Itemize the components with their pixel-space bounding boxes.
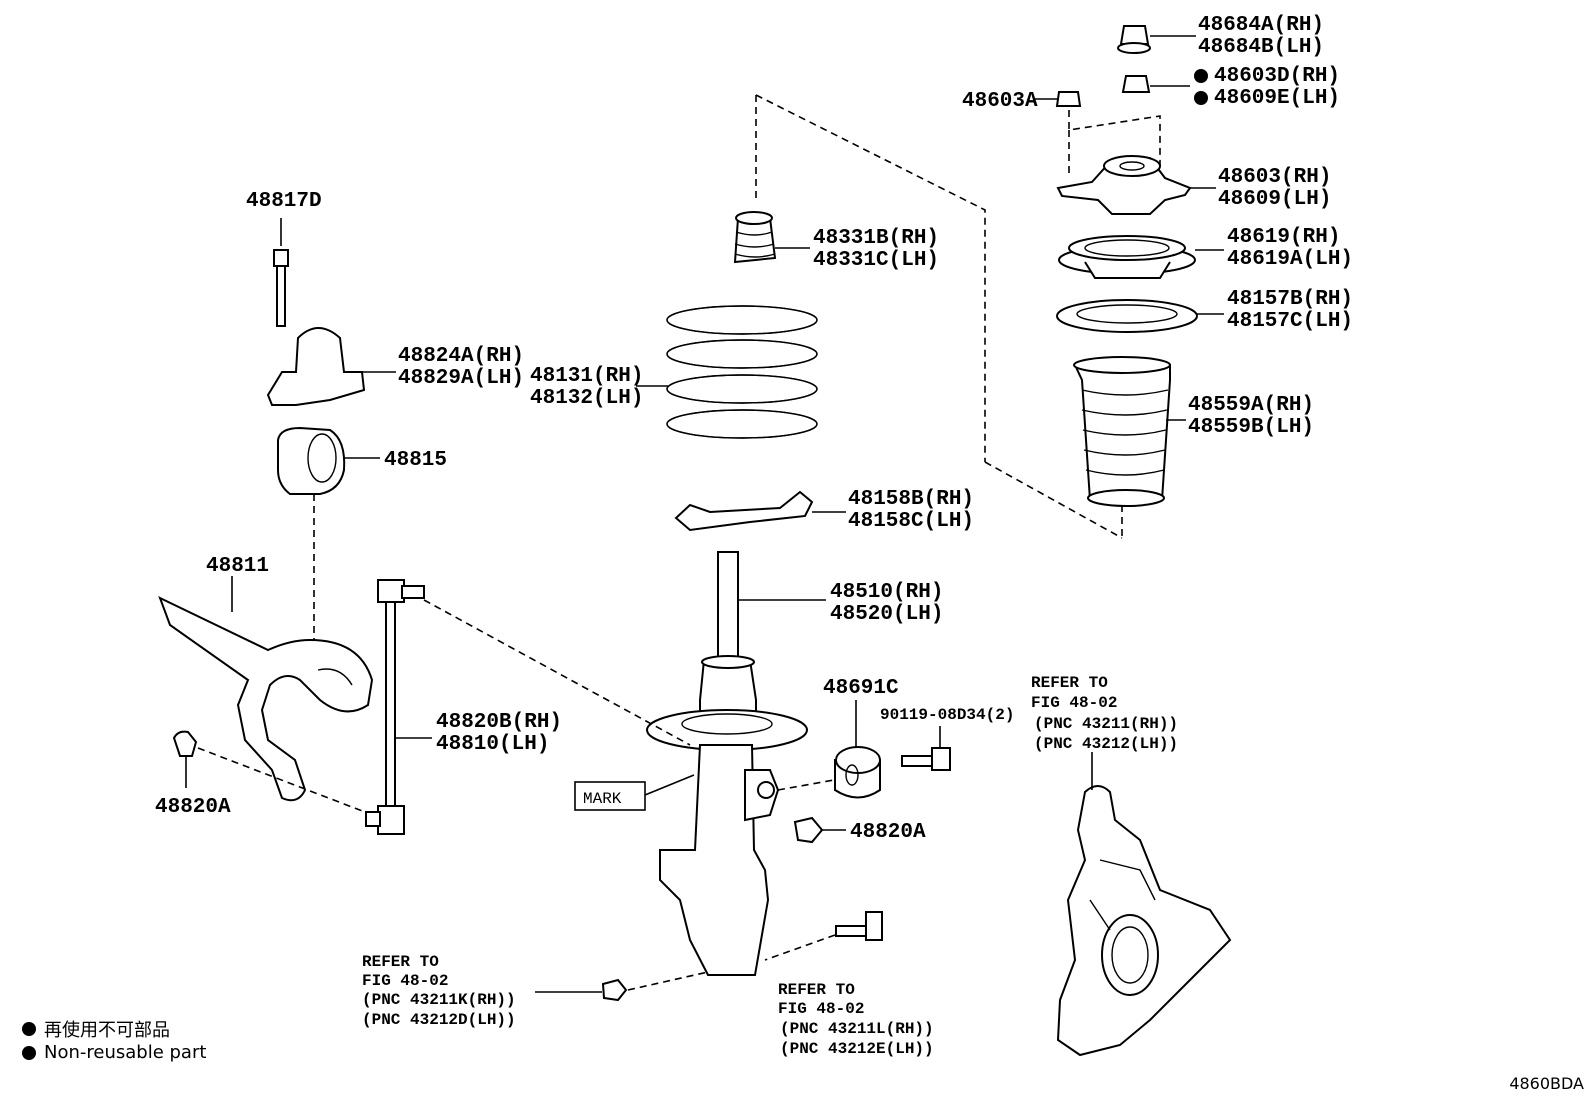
bumper-48331-part bbox=[733, 211, 810, 264]
knuckle-nut-part bbox=[535, 971, 709, 1002]
label-48815: 48815 bbox=[384, 449, 447, 472]
label-48811: 48811 bbox=[206, 555, 269, 578]
non-reusable-dot-icon bbox=[1194, 69, 1208, 83]
bushing-48815-part bbox=[277, 426, 380, 640]
bracket-48824a-part bbox=[266, 327, 396, 406]
label-48510: 48510(RH) bbox=[830, 581, 943, 604]
strut-absorber-48510-part bbox=[644, 551, 826, 976]
label-48157b: 48157B(RH) bbox=[1227, 288, 1353, 311]
label-48829a: 48829A(LH) bbox=[398, 367, 524, 390]
bolt-48817d-part bbox=[273, 218, 289, 327]
label-48619a: 48619A(LH) bbox=[1227, 248, 1353, 271]
ref-bolt-line1: REFER TO bbox=[778, 981, 855, 999]
ref-knuckle-line3: (PNC 43211(RH)) bbox=[1034, 715, 1178, 733]
label-48619: 48619(RH) bbox=[1227, 226, 1340, 249]
non-reusable-dot-icon bbox=[22, 1022, 36, 1036]
label-48824a: 48824A(RH) bbox=[398, 345, 524, 368]
mark-box bbox=[574, 781, 646, 811]
steering-knuckle-part bbox=[1056, 752, 1232, 1057]
stabilizer-link-48820b-part bbox=[365, 579, 691, 835]
bolt-90119-part bbox=[901, 726, 951, 771]
label-48603d: 48603D(RH) bbox=[1214, 65, 1340, 88]
label-48810: 48810(LH) bbox=[436, 733, 549, 756]
ref-knuckle-line1: REFER TO bbox=[1031, 674, 1108, 692]
label-48158b: 48158B(RH) bbox=[848, 488, 974, 511]
ref-bolt-line3: (PNC 43211L(RH)) bbox=[780, 1020, 934, 1038]
label-90119: 90119-08D34(2) bbox=[880, 706, 1014, 724]
boot-48559-part bbox=[1073, 356, 1186, 507]
ref-nut-line3: (PNC 43211K(RH)) bbox=[362, 991, 516, 1009]
dashed-guide bbox=[777, 779, 835, 791]
label-48559a: 48559A(RH) bbox=[1188, 394, 1314, 417]
insulator-48157-part bbox=[1056, 299, 1224, 333]
ref-nut-line4: (PNC 43212D(LH)) bbox=[362, 1011, 516, 1029]
dashed-stud-lines bbox=[1068, 110, 1161, 180]
label-48820a-right: 48820A bbox=[850, 821, 926, 844]
label-48684a: 48684A(RH) bbox=[1198, 14, 1324, 37]
legend-non-reusable-jp: 再使用不可部品 bbox=[22, 1016, 170, 1042]
non-reusable-dot-icon bbox=[1194, 91, 1208, 105]
ref-nut-line2: FIG 48-02 bbox=[362, 972, 448, 990]
label-48331c: 48331C(LH) bbox=[813, 249, 939, 272]
stabilizer-bar-48811-part bbox=[158, 576, 374, 802]
ref-nut-line1: REFER TO bbox=[362, 953, 439, 971]
label-48158c: 48158C(LH) bbox=[848, 510, 974, 533]
label-48609: 48609(LH) bbox=[1218, 188, 1331, 211]
nut-48684-part bbox=[1117, 25, 1196, 54]
ref-knuckle-line4: (PNC 43212(LH)) bbox=[1034, 735, 1178, 753]
bearing-48619-part bbox=[1058, 235, 1224, 279]
label-48603: 48603(RH) bbox=[1218, 166, 1331, 189]
washer-48691c-part bbox=[834, 700, 881, 799]
label-48609e: 48609E(LH) bbox=[1214, 87, 1340, 110]
upper-support-48603-part bbox=[1056, 155, 1216, 215]
assembly-dashed-outline bbox=[755, 94, 1123, 539]
part-labels: 48684A(RH) 48684B(LH) 48603D(RH) 48609E(… bbox=[155, 14, 1353, 1058]
label-48520: 48520(LH) bbox=[830, 603, 943, 626]
label-48684b: 48684B(LH) bbox=[1198, 36, 1324, 59]
label-48603a: 48603A bbox=[962, 90, 1038, 113]
ref-knuckle-line2: FIG 48-02 bbox=[1031, 694, 1117, 712]
mark-label: MARK bbox=[583, 790, 622, 808]
legend-non-reusable-en: Non-reusable part bbox=[22, 1042, 206, 1063]
nut-48603d-part bbox=[1121, 69, 1208, 105]
nut-48820a-right-part bbox=[793, 816, 846, 844]
knuckle-bolt-part bbox=[764, 911, 883, 961]
label-48820a-left: 48820A bbox=[155, 796, 231, 819]
label-48331b: 48331B(RH) bbox=[813, 227, 939, 250]
legend-text-en: Non-reusable part bbox=[44, 1042, 207, 1063]
ref-bolt-line2: FIG 48-02 bbox=[778, 1000, 864, 1018]
ref-bolt-line4: (PNC 43212E(LH)) bbox=[780, 1040, 934, 1058]
label-48820b: 48820B(RH) bbox=[436, 711, 562, 734]
label-48157c: 48157C(LH) bbox=[1227, 310, 1353, 333]
label-48817d: 48817D bbox=[246, 190, 322, 213]
label-48131: 48131(RH) bbox=[530, 365, 643, 388]
label-48132: 48132(LH) bbox=[530, 387, 643, 410]
label-48691c: 48691C bbox=[823, 677, 899, 700]
legend-text-jp: 再使用不可部品 bbox=[44, 1020, 170, 1041]
coil-spring-48131-part bbox=[636, 305, 818, 439]
label-48559b: 48559B(LH) bbox=[1188, 416, 1314, 439]
nut-48820a-left-part bbox=[172, 730, 366, 813]
non-reusable-dot-icon bbox=[22, 1045, 36, 1060]
nut-48603a-part bbox=[1034, 91, 1082, 107]
figure-code: 4860BDA bbox=[1509, 1074, 1584, 1093]
spring-seat-48158-part bbox=[674, 490, 846, 532]
